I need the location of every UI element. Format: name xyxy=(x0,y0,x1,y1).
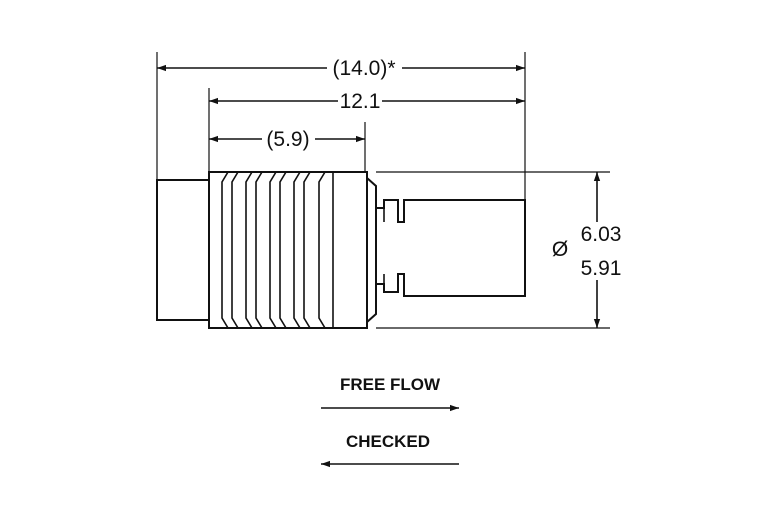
valve-body xyxy=(156,171,526,329)
shoulder-flange xyxy=(366,175,377,325)
diameter-min-label: 5.91 xyxy=(581,257,622,280)
dimension-body-length: 12.1 xyxy=(209,90,525,113)
left-end-cap xyxy=(156,179,210,321)
knurl-length-label: (5.9) xyxy=(266,128,309,151)
right-stem xyxy=(375,199,526,297)
free-flow-indicator: FREE FLOW xyxy=(321,375,459,412)
dimension-overall-length: (14.0)* xyxy=(157,57,525,80)
body-length-label: 12.1 xyxy=(340,90,381,113)
overall-length-label: (14.0)* xyxy=(332,57,395,80)
diameter-max-label: 6.03 xyxy=(581,223,622,246)
dimension-knurl-length: (5.9) xyxy=(209,128,365,151)
checked-indicator: CHECKED xyxy=(321,432,459,468)
knurl-grooves xyxy=(221,171,334,329)
dimension-diameter: Ø 6.03 5.91 xyxy=(552,172,622,328)
checked-label: CHECKED xyxy=(346,432,430,451)
free-flow-label: FREE FLOW xyxy=(340,375,441,394)
diameter-symbol: Ø xyxy=(552,238,568,261)
